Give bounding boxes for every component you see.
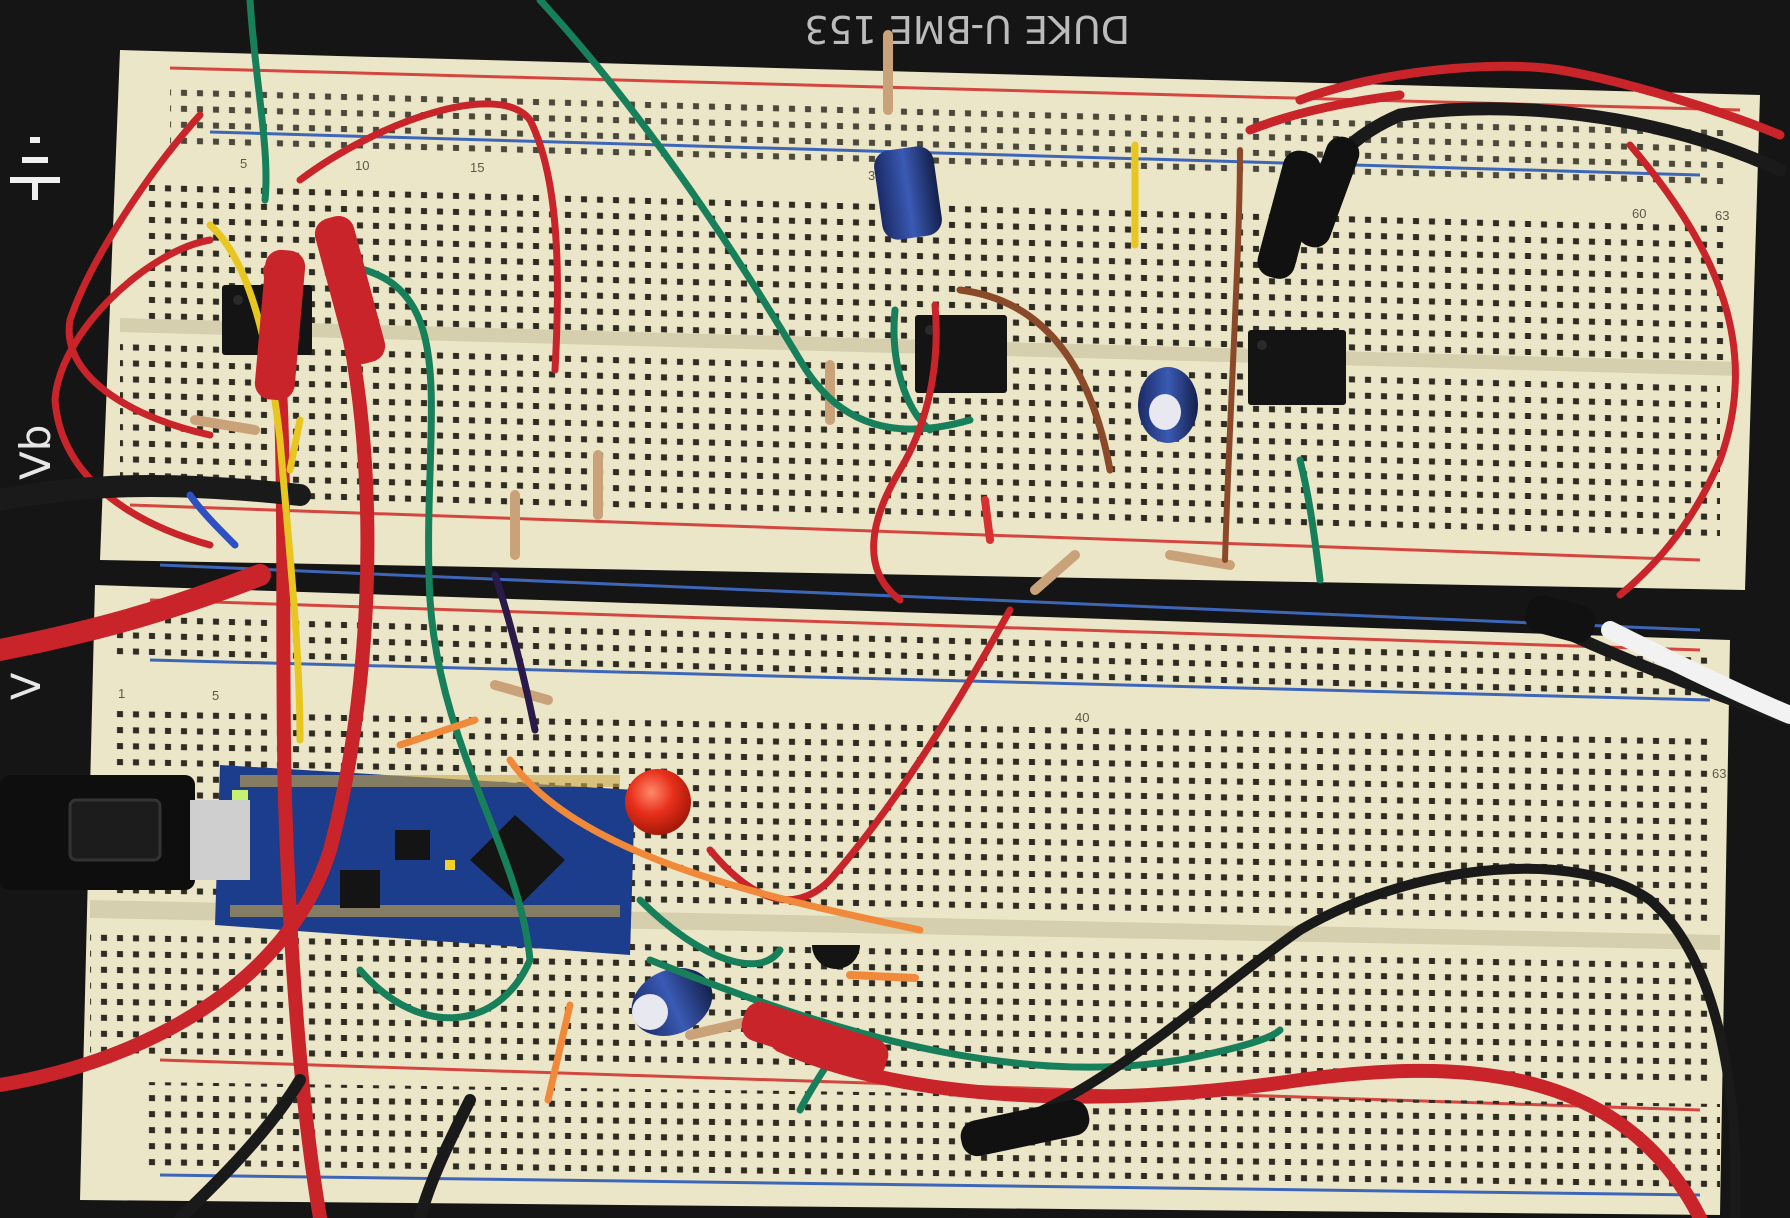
svg-text:63: 63 — [1712, 766, 1726, 781]
svg-text:10: 10 — [355, 158, 369, 173]
capacitor-top — [874, 146, 942, 240]
svg-text:15: 15 — [470, 160, 484, 175]
ground-symbol-icon — [10, 137, 60, 200]
svg-text:60: 60 — [1632, 206, 1646, 221]
handwritten-top-label: DUKE U-BME 153 — [804, 7, 1130, 51]
svg-text:5: 5 — [212, 688, 219, 703]
capacitor-middle — [1138, 367, 1198, 443]
transistor — [812, 945, 860, 969]
row-numbers-bottom: 1 5 40 63 — [118, 686, 1726, 781]
handwritten-left-label-2: V — [4, 672, 50, 700]
svg-text:1: 1 — [118, 686, 125, 701]
red-led — [625, 769, 691, 835]
svg-text:5: 5 — [240, 156, 247, 171]
svg-text:63: 63 — [1715, 208, 1729, 223]
svg-text:40: 40 — [1075, 710, 1089, 725]
probe-plugs — [254, 136, 1596, 1157]
op-amp-ic-right — [1248, 330, 1346, 405]
arduino-nano-board — [215, 765, 635, 955]
usb-connector-icon — [0, 775, 250, 890]
handwritten-left-label-1: Vb — [11, 425, 60, 480]
row-numbers-top: 5 10 15 30 60 63 — [240, 156, 1729, 223]
capacitor-bottom — [631, 967, 713, 1037]
